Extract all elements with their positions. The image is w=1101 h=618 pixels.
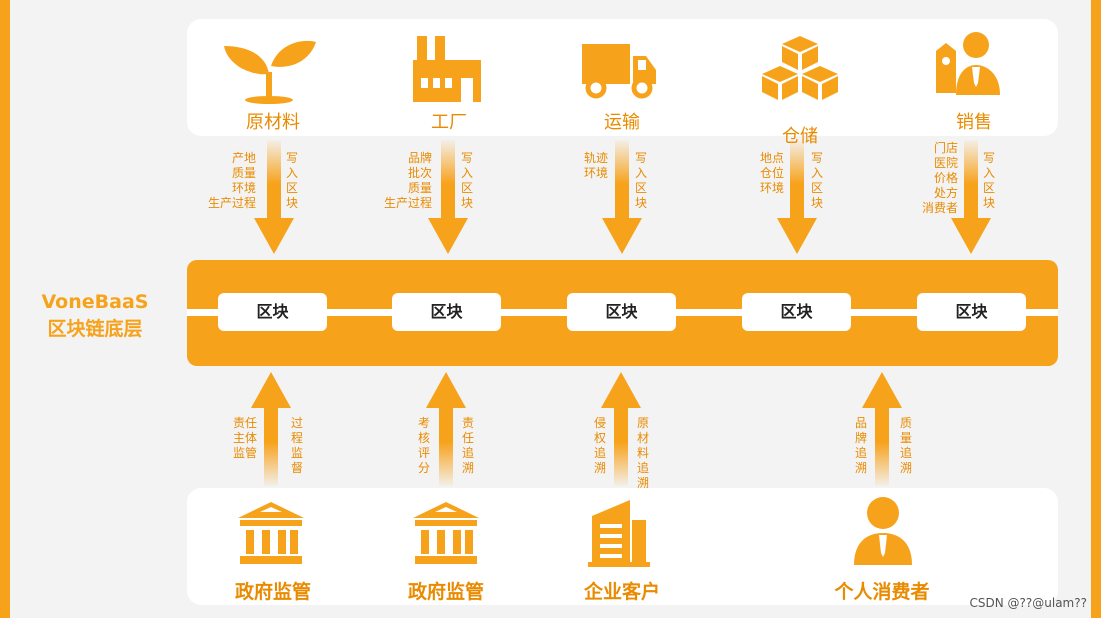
up-arrow-enterprise	[601, 372, 641, 486]
government-building-icon	[413, 502, 479, 564]
top-label-transport: 运输	[604, 112, 640, 133]
bottom-right-text-gov-2: 责任追溯	[461, 416, 474, 475]
government-building-icon	[238, 502, 304, 564]
top-note-storage: 地点 仓位 环境	[759, 151, 784, 195]
person-icon	[854, 497, 912, 565]
bottom-right-text-gov-1: 过程监督	[290, 416, 303, 475]
factory-icon	[413, 36, 481, 102]
chain-layer-title-line2: 区块链底层	[47, 318, 143, 340]
top-write-raw-material: 写入区块	[285, 151, 298, 210]
chain-layer-title-line1: VoneBaaS	[41, 291, 149, 313]
up-arrow-gov-1	[251, 372, 291, 486]
block-3: 区块	[567, 293, 676, 331]
top-write-factory: 写入区块	[460, 151, 473, 210]
up-arrow-gov-2	[426, 372, 466, 486]
top-label-raw-material: 原材料	[246, 112, 300, 133]
block-2: 区块	[392, 293, 501, 331]
left-accent-bar	[0, 0, 10, 618]
watermark: CSDN @??@ulam??	[969, 596, 1088, 610]
top-note-factory: 品牌 批次 质量 生产过程	[383, 151, 432, 210]
bottom-left-text-gov-2: 考核评分	[417, 416, 430, 475]
top-write-storage: 写入区块	[810, 151, 823, 210]
top-note-sales: 门店 医院 价格 处方 消费者	[921, 141, 958, 215]
block-4: 区块	[742, 293, 851, 331]
down-arrow-storage	[777, 140, 817, 254]
bottom-left-text-consumer: 品牌追溯	[854, 416, 867, 475]
bottom-label-gov-1: 政府监管	[234, 581, 311, 603]
block-5: 区块	[917, 293, 1026, 331]
down-arrow-sales	[951, 140, 991, 254]
blockchain-bar: 区块 区块 区块 区块 区块	[187, 260, 1058, 366]
bottom-right-text-consumer: 质量追溯	[899, 416, 912, 475]
top-note-raw-material: 产地 质量 环境 生产过程	[207, 151, 256, 210]
office-building-icon	[588, 500, 650, 567]
chain-layer-title: VoneBaaS 区块链底层	[30, 289, 160, 343]
top-label-factory: 工厂	[431, 112, 467, 133]
bottom-label-gov-2: 政府监管	[407, 581, 484, 603]
truck-icon	[582, 44, 656, 99]
top-note-transport: 轨迹 环境	[583, 151, 608, 180]
sprout-icon	[224, 40, 316, 104]
boxes-icon	[762, 36, 838, 100]
top-label-sales: 销售	[956, 112, 992, 133]
right-accent-bar	[1091, 0, 1101, 618]
bottom-left-text-enterprise: 侵权追溯	[593, 416, 606, 475]
bottom-label-enterprise: 企业客户	[583, 581, 660, 603]
block-1: 区块	[218, 293, 327, 331]
down-arrow-raw-material	[254, 140, 294, 254]
top-write-sales: 写入区块	[982, 151, 995, 210]
up-arrow-consumer	[862, 372, 902, 486]
down-arrow-transport	[602, 140, 642, 254]
bottom-left-text-gov-1: 责任主体监管	[232, 416, 257, 460]
bottom-label-consumer: 个人消费者	[834, 581, 930, 603]
salesperson-icon	[936, 32, 1000, 95]
top-write-transport: 写入区块	[634, 151, 647, 210]
down-arrow-factory	[428, 140, 468, 254]
bottom-right-text-enterprise: 原材料追溯	[636, 416, 649, 490]
